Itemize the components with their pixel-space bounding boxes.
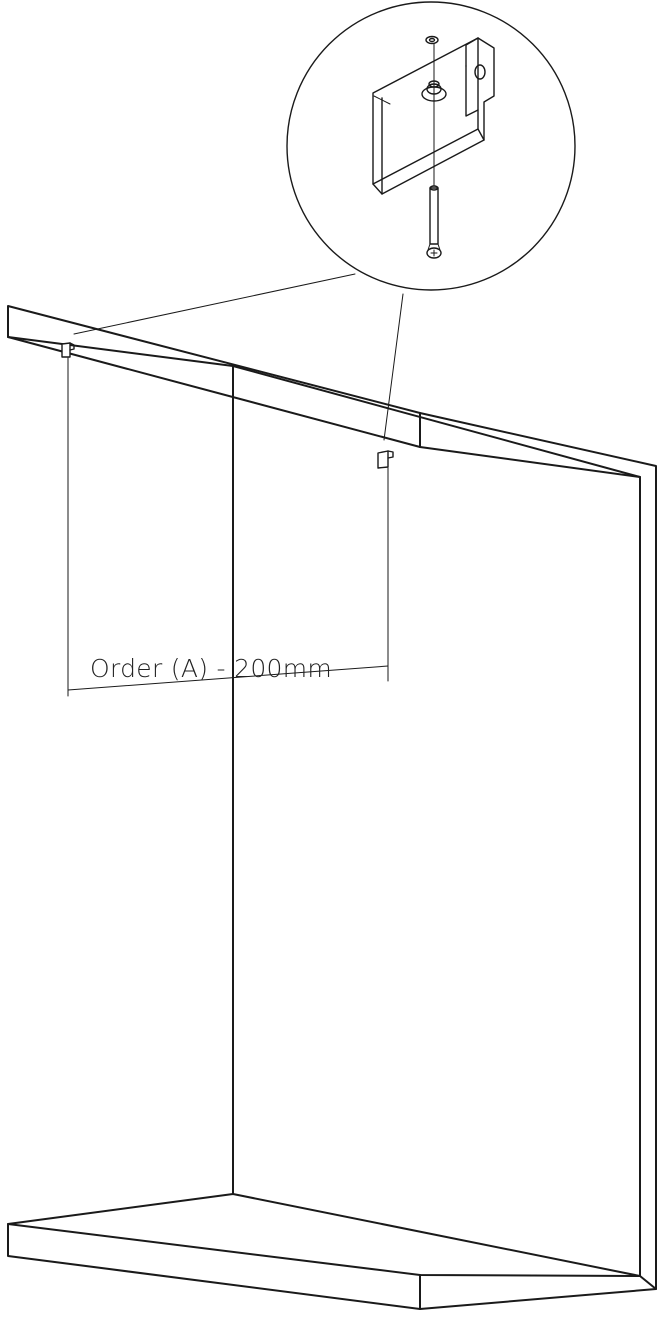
detail-view: [286, 1, 576, 291]
washer-icon: [425, 35, 439, 45]
top-panel: [7, 305, 657, 1310]
bottom-panel: [7, 1193, 657, 1310]
bracket-left: [61, 342, 75, 358]
dimension-label: Order (A) - 200mm: [90, 654, 332, 683]
screw-icon: [426, 185, 442, 259]
bracket-detail: [372, 37, 495, 195]
dimension-lines: [67, 357, 389, 697]
detail-leader-lines: [73, 273, 404, 441]
bracket-right: [377, 450, 394, 469]
